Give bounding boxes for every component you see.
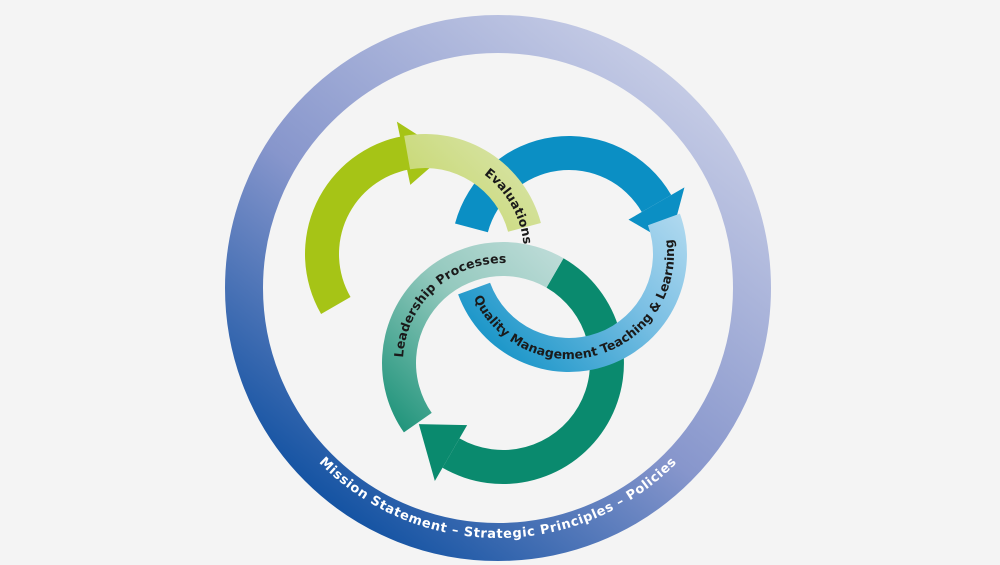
leadership-processes-label-band: [382, 242, 564, 433]
quality-management-label-band: [458, 213, 687, 372]
quality-management-arrow-body: [455, 136, 672, 233]
cycle-leadership-processes: [418, 258, 624, 484]
leadership-processes-arrow-head-icon: [418, 424, 468, 482]
evaluations-label-band: [404, 134, 541, 232]
label-band-layer: [382, 134, 687, 433]
outer-ring-band: [225, 15, 771, 561]
evaluations-arrow-body: [305, 135, 411, 314]
leadership-processes-arrow-body: [442, 258, 624, 484]
